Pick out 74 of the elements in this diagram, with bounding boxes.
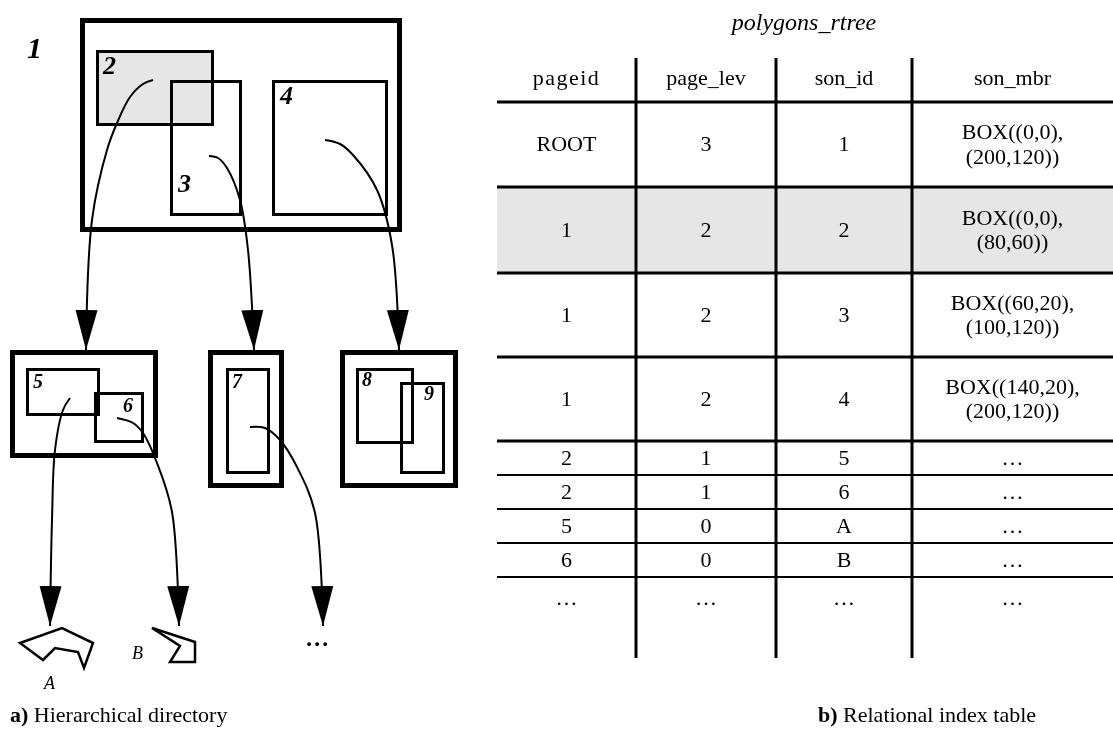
table-cell: …	[833, 586, 855, 611]
page-box	[208, 350, 284, 488]
table-cell: 3	[700, 132, 712, 157]
table-cell: …	[695, 586, 717, 611]
polygon-label: A	[44, 674, 55, 693]
table-cell: 1	[700, 445, 712, 471]
table-cell: ROOT	[536, 132, 597, 157]
table-cell-text: BOX((0,0), (200,120))	[960, 120, 1065, 169]
table-cell: 1	[700, 479, 712, 505]
region-box	[226, 368, 270, 474]
polygon-shape	[18, 626, 96, 670]
table-cell: 4	[838, 386, 850, 412]
table-cell: B	[836, 547, 852, 573]
column-header: son_id	[814, 66, 874, 91]
table-cell: 6	[838, 479, 850, 505]
table-cell: 0	[700, 547, 712, 573]
table-cell: 2	[700, 302, 712, 328]
region-number: 2	[103, 53, 116, 79]
arrow	[249, 425, 334, 627]
arrow	[324, 139, 409, 351]
table-cell: 2	[700, 386, 712, 412]
table-cell: …	[1001, 479, 1024, 505]
page-box	[340, 350, 458, 488]
table-cell: 0	[700, 513, 712, 539]
table-cell: …	[1001, 586, 1024, 611]
region-number: 6	[123, 395, 133, 415]
region-number: 3	[178, 171, 191, 197]
table-cell: 5	[561, 513, 572, 539]
column-header: son_mbr	[974, 66, 1051, 91]
region-box	[400, 382, 445, 474]
region-number: 4	[280, 83, 293, 109]
column-header: page_lev	[666, 66, 746, 91]
region-number: 5	[33, 371, 43, 391]
polygon-label: B	[132, 644, 143, 663]
region-box	[170, 80, 242, 216]
table-cell: …	[555, 586, 578, 611]
table-cell: A	[836, 513, 852, 539]
table-cell: 1	[561, 386, 572, 412]
table-cell: 1	[561, 302, 572, 328]
region-box	[26, 368, 100, 416]
table-cell-text: BOX((0,0), (80,60))	[960, 205, 1065, 255]
figure-caption: a) Hierarchical directory	[10, 703, 228, 727]
region-number: 7	[232, 371, 242, 391]
arrow	[208, 155, 264, 351]
column-header: pageid	[532, 66, 601, 91]
region-number: 1	[27, 33, 42, 63]
table-cell: …	[1001, 547, 1024, 573]
arrow	[116, 417, 190, 627]
table-cell: 1	[561, 217, 572, 243]
arrow	[75, 79, 154, 351]
figure-caption: b) Relational index table	[818, 703, 1037, 727]
polygon-shape	[150, 626, 198, 664]
table-cell: …	[1001, 513, 1024, 539]
region-number: 9	[424, 383, 434, 403]
region-number: 8	[362, 369, 372, 389]
table-cell-text: BOX((140,20), (200,120))	[944, 374, 1081, 424]
table-title: polygons_rtree	[731, 10, 877, 36]
table-cell: 2	[561, 479, 572, 505]
table-cell-text: BOX((60,20), (100,120))	[949, 290, 1076, 340]
region-box	[356, 368, 414, 444]
page-box	[10, 350, 158, 458]
ellipsis-text: …	[306, 626, 330, 650]
table-cell: …	[1001, 445, 1024, 471]
table-cell: 6	[561, 547, 572, 573]
table-cell: 1	[838, 132, 850, 157]
region-box	[94, 392, 144, 443]
table-cell: 2	[838, 217, 850, 243]
region-box	[96, 50, 214, 126]
table-cell: 2	[700, 217, 712, 243]
region-box	[272, 80, 388, 216]
table-cell: 5	[838, 445, 850, 471]
arrow	[39, 397, 71, 627]
table-cell: 3	[838, 302, 850, 328]
table-cell: 2	[561, 445, 572, 471]
